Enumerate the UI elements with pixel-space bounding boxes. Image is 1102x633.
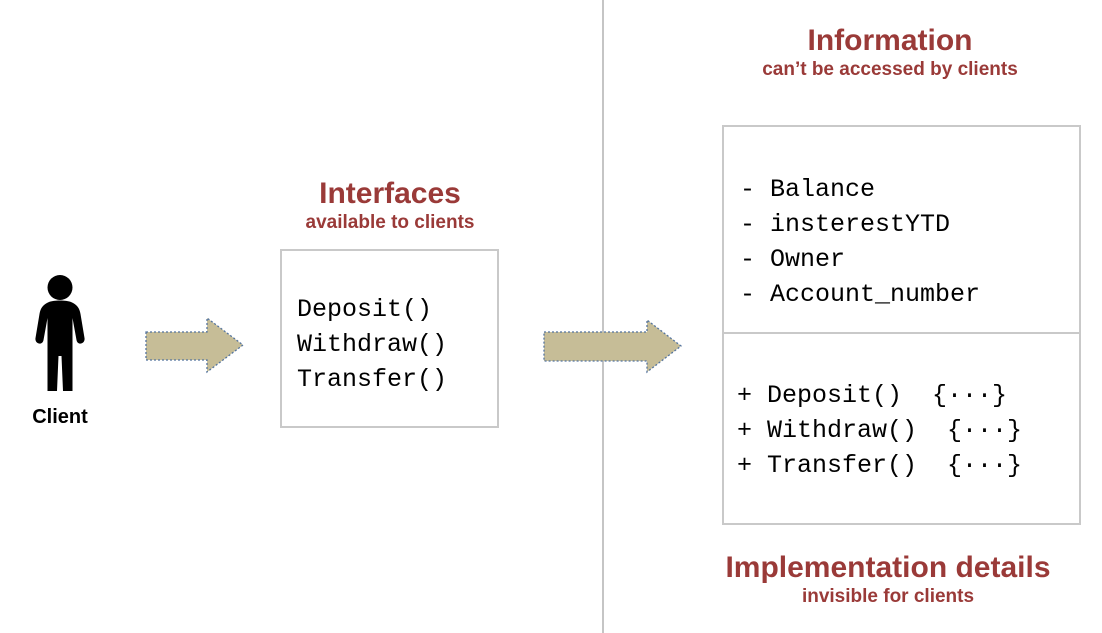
interfaces-heading: Interfaces available to clients	[268, 177, 512, 235]
implementation-heading: Implementation details invisible for cli…	[690, 551, 1086, 609]
vertical-divider	[602, 0, 604, 633]
interface-method-transfer: Transfer()	[297, 365, 448, 394]
arrow-right-icon	[543, 318, 683, 374]
implementation-title: Implementation details	[725, 551, 1051, 584]
impl-method-withdraw: + Withdraw() {···}	[737, 416, 1023, 445]
private-fields-section: - Balance - insterestYTD - Owner - Accou…	[724, 127, 1079, 332]
impl-method-transfer: + Transfer() {···}	[737, 451, 1023, 480]
interfaces-box: Deposit() Withdraw() Transfer()	[280, 249, 499, 428]
implementation-subtitle: invisible for clients	[801, 586, 975, 607]
interface-method-withdraw: Withdraw()	[297, 330, 448, 359]
information-subtitle: can’t be accessed by clients	[762, 59, 1018, 80]
impl-method-deposit: + Deposit() {···}	[737, 381, 1008, 410]
private-field-interest-ytd: - insterestYTD	[740, 210, 951, 239]
interface-method-deposit: Deposit()	[297, 295, 433, 324]
interfaces-subtitle: available to clients	[305, 212, 475, 233]
information-heading: Information can’t be accessed by clients	[700, 24, 1080, 82]
implementation-methods-section: + Deposit() {···} + Withdraw() {···} + T…	[724, 332, 1079, 523]
information-title: Information	[807, 24, 973, 57]
arrow-right-icon	[145, 316, 245, 374]
private-field-balance: - Balance	[740, 175, 876, 204]
private-field-account-number: - Account_number	[740, 280, 981, 309]
private-field-owner: - Owner	[740, 245, 846, 274]
information-box: - Balance - insterestYTD - Owner - Accou…	[722, 125, 1081, 525]
person-icon	[35, 275, 85, 391]
client-label: Client	[32, 406, 88, 428]
interfaces-title: Interfaces	[319, 177, 461, 210]
